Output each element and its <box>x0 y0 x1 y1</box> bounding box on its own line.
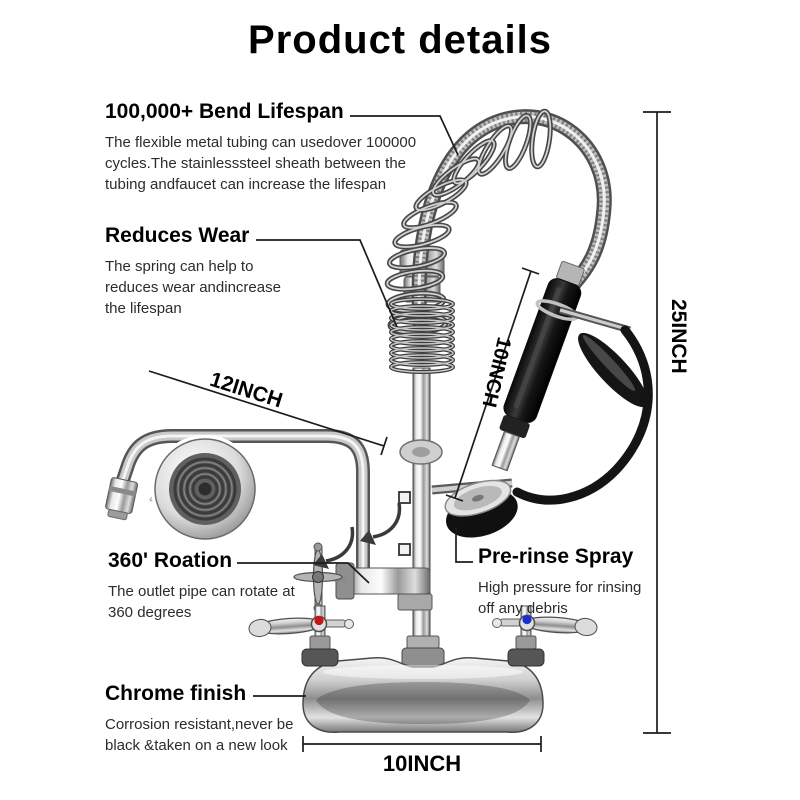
trigger-rod <box>559 306 631 334</box>
rotation-heading: 360' Roation <box>108 549 233 572</box>
annotation-bend-lifespan: 100,000+ Bend Lifespan The flexible meta… <box>105 100 416 195</box>
annotation-chrome-finish: Chrome finish Corrosion resistant,never … <box>105 682 293 756</box>
tee-fitting <box>335 562 433 611</box>
chrome-finish-description: Corrosion resistant,never be black &take… <box>105 716 294 754</box>
spray-head <box>444 479 518 538</box>
cold-handle-cap <box>522 614 532 625</box>
bend-lifespan-description: The flexible metal tubing can usedover 1… <box>105 134 417 193</box>
bend-lifespan-heading: 100,000+ Bend Lifespan <box>105 100 344 123</box>
dimension-base-width: 10INCH <box>382 751 462 776</box>
chrome-finish-heading: Chrome finish <box>105 682 247 705</box>
leader-lines <box>237 115 473 697</box>
spout-nozzle <box>105 477 139 521</box>
faucet-body <box>301 605 545 733</box>
leader-reduces-wear <box>256 239 398 328</box>
annotation-reduces-wear: Reduces Wear The spring can help to redu… <box>105 224 281 319</box>
leader-rotation <box>237 562 370 584</box>
dimension-line-25inch <box>643 111 671 734</box>
dimension-line-12inch <box>148 370 388 456</box>
tight-spring <box>389 297 455 374</box>
leader-pre-rinse <box>455 527 473 563</box>
rotation-description: The outlet pipe can rotate at 360 degree… <box>108 583 295 621</box>
pre-rinse-description: High pressure for rinsing off any debris <box>478 579 642 617</box>
spray-handle <box>491 260 585 472</box>
dimension-line-10inch-sprayer <box>445 267 540 502</box>
side-valve-handle <box>293 542 347 613</box>
cold-handle <box>492 614 598 637</box>
reduces-wear-description: The spring can help to reduces wear andi… <box>105 258 281 317</box>
handle-strap <box>512 325 653 505</box>
flex-hose <box>411 109 612 333</box>
aerator-face <box>149 435 259 543</box>
dimension-total-height: 25INCH <box>667 299 690 374</box>
reduces-wear-heading: Reduces Wear <box>105 224 250 247</box>
swing-spout <box>116 429 370 580</box>
dimension-lines <box>148 111 671 752</box>
trigger-lever <box>578 332 648 408</box>
annotation-rotation: 360' Roation The outlet pipe can rotate … <box>108 549 295 623</box>
dimension-line-10inch-bottom <box>302 736 542 752</box>
leader-bend-lifespan <box>350 115 459 156</box>
pre-rinse-heading: Pre-rinse Spray <box>478 545 634 568</box>
rotation-arrows <box>313 502 402 569</box>
page-title: Product details <box>248 18 552 62</box>
annotation-pre-rinse: Pre-rinse Spray High pressure for rinsin… <box>478 545 641 619</box>
hot-handle <box>248 615 354 638</box>
hot-handle-cap <box>314 615 324 626</box>
